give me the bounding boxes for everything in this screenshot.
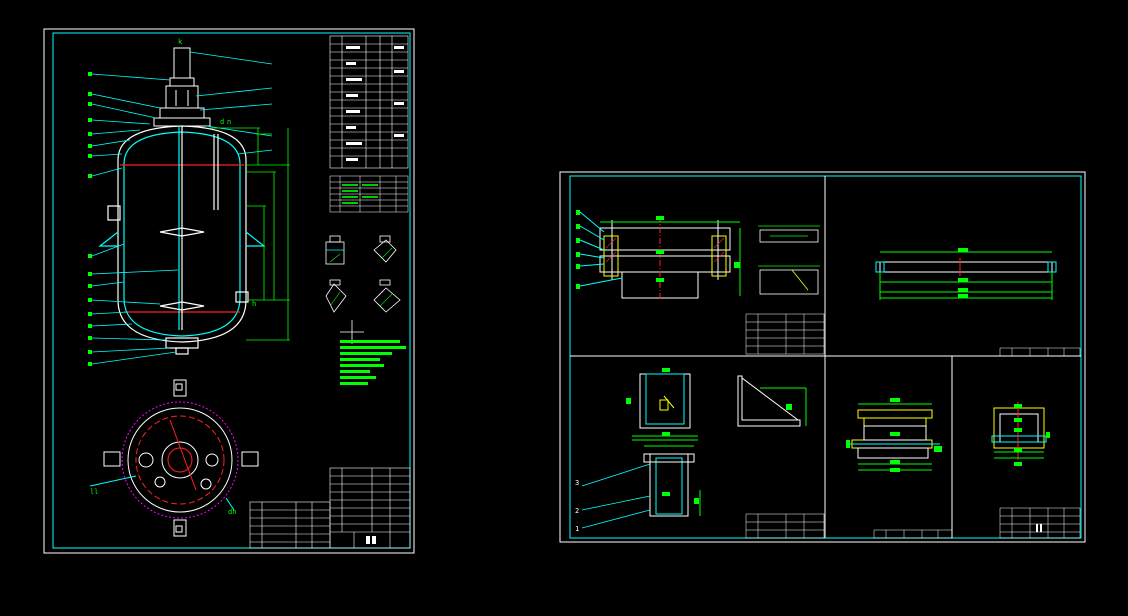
sheet2-mark bbox=[1036, 524, 1038, 532]
side-tag-label-4: ll bbox=[90, 488, 98, 496]
drawing-sheet-reactor-assembly: k h d n ll dh bbox=[43, 28, 415, 554]
technical-notes bbox=[340, 320, 406, 385]
sheet2-title-strip-a bbox=[999, 347, 1081, 357]
flange-dim-tags bbox=[576, 210, 740, 289]
flange-section-view bbox=[579, 211, 741, 300]
nozzle-table-fill bbox=[342, 184, 378, 204]
sheet2-table-b bbox=[745, 513, 825, 539]
flange-view-1-tags bbox=[846, 398, 942, 472]
ring-bar-dim-tags bbox=[958, 248, 968, 298]
nozzle-table bbox=[329, 175, 409, 213]
top-tag-label: k bbox=[178, 38, 183, 46]
sheet1-mark-2 bbox=[372, 536, 376, 544]
sheet2-table-a bbox=[745, 313, 825, 355]
parts-list-table bbox=[329, 35, 409, 169]
detail-views bbox=[325, 235, 401, 313]
sheet2-mark-2 bbox=[1040, 524, 1042, 532]
sheet2-title-strip-b bbox=[873, 529, 953, 539]
support-bracket-views bbox=[632, 373, 807, 517]
parts-list-entries bbox=[346, 46, 404, 161]
drive-motor bbox=[153, 47, 211, 127]
vessel-plan-view bbox=[89, 379, 259, 537]
dimension-lines-right bbox=[210, 127, 290, 341]
part-leader-lines bbox=[581, 463, 651, 529]
detail-hatching bbox=[329, 247, 393, 307]
small-details bbox=[758, 225, 820, 295]
leader-lines-left bbox=[91, 73, 179, 365]
side-tag-label-3: n bbox=[227, 118, 231, 126]
bracket-dim-tags bbox=[626, 368, 792, 504]
part-number-3: 3 bbox=[575, 479, 579, 487]
title-block-sheet1 bbox=[249, 467, 411, 549]
side-tag-label-5: dh bbox=[228, 508, 236, 516]
flange-view-2-tags bbox=[1014, 404, 1050, 466]
side-tag-label-1: h bbox=[252, 300, 256, 308]
leader-tick-squares bbox=[88, 72, 92, 366]
flange-hatching bbox=[605, 237, 725, 263]
side-tag-label-2: d bbox=[220, 118, 224, 126]
part-number-2: 2 bbox=[575, 507, 579, 515]
sheet1-mark bbox=[366, 536, 370, 544]
part-number-1: 1 bbox=[575, 525, 579, 533]
drawing-sheet-part-details: 3 2 1 bbox=[559, 171, 1086, 543]
